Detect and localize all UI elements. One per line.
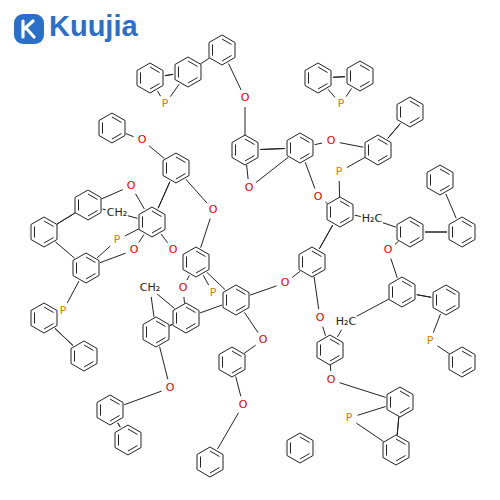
atom-label: P <box>209 287 218 299</box>
atom-label: O <box>208 204 219 216</box>
atom-label: O <box>126 180 137 192</box>
atom-label: H₂C <box>335 316 357 328</box>
atom-label: O <box>258 334 269 346</box>
atom-label: O <box>240 92 251 104</box>
atom-label: O <box>238 399 249 411</box>
atom-label: O <box>244 182 255 194</box>
brand-logo: Kuujia <box>49 10 138 43</box>
atom-label: O <box>137 134 148 146</box>
atom-label: O <box>313 191 324 203</box>
atom-label: O <box>383 244 394 256</box>
atom-label: CH₂ <box>139 282 161 294</box>
atom-label: O <box>326 135 337 147</box>
atom-label: P <box>59 305 68 317</box>
atom-label: O <box>129 244 140 256</box>
atom-label: P <box>335 166 344 178</box>
atom-label: P <box>337 98 346 110</box>
atom-label: O <box>165 382 176 394</box>
atom-label: O <box>315 312 326 324</box>
atom-label: P <box>345 412 354 424</box>
logo-icon <box>14 14 44 44</box>
atom-label: O <box>280 277 291 289</box>
atom-label: P <box>426 335 435 347</box>
atom-label: O <box>178 282 189 294</box>
bond-lines <box>31 35 475 477</box>
atom-label: P <box>113 234 122 246</box>
atom-label: P <box>161 98 170 110</box>
atom-label: O <box>168 244 179 256</box>
atom-label: H₂C <box>361 213 383 225</box>
atom-label: CH₂ <box>106 207 128 219</box>
atom-label: O <box>326 374 337 386</box>
